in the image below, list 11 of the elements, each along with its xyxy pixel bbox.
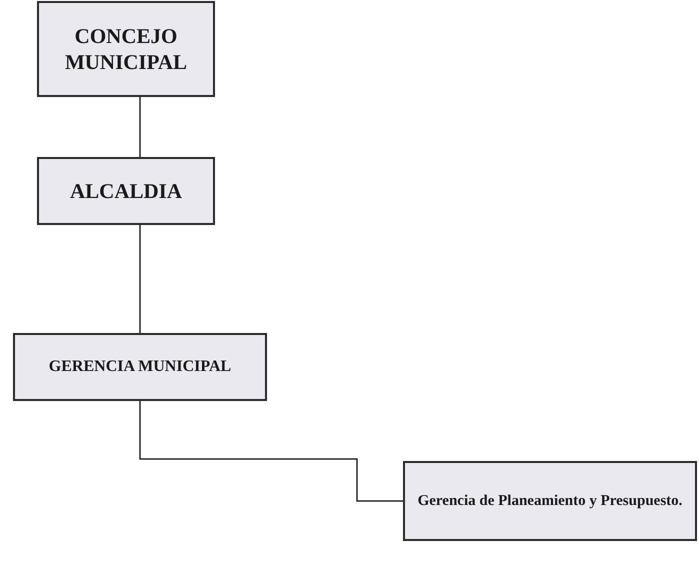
connector-line [139,97,141,157]
box-label: GERENCIA MUNICIPAL [48,357,232,377]
org-box [37,157,215,225]
box-label: Gerencia de Planeamiento y Presupuesto. [418,492,682,510]
org-box [37,1,215,97]
connector-line [139,401,403,502]
box-label: CONCEJO MUNICIPAL [64,22,188,76]
org-box [403,461,697,541]
box-label: ALCALDIA [70,178,182,204]
org-box [13,333,267,401]
connector-line [139,225,141,333]
